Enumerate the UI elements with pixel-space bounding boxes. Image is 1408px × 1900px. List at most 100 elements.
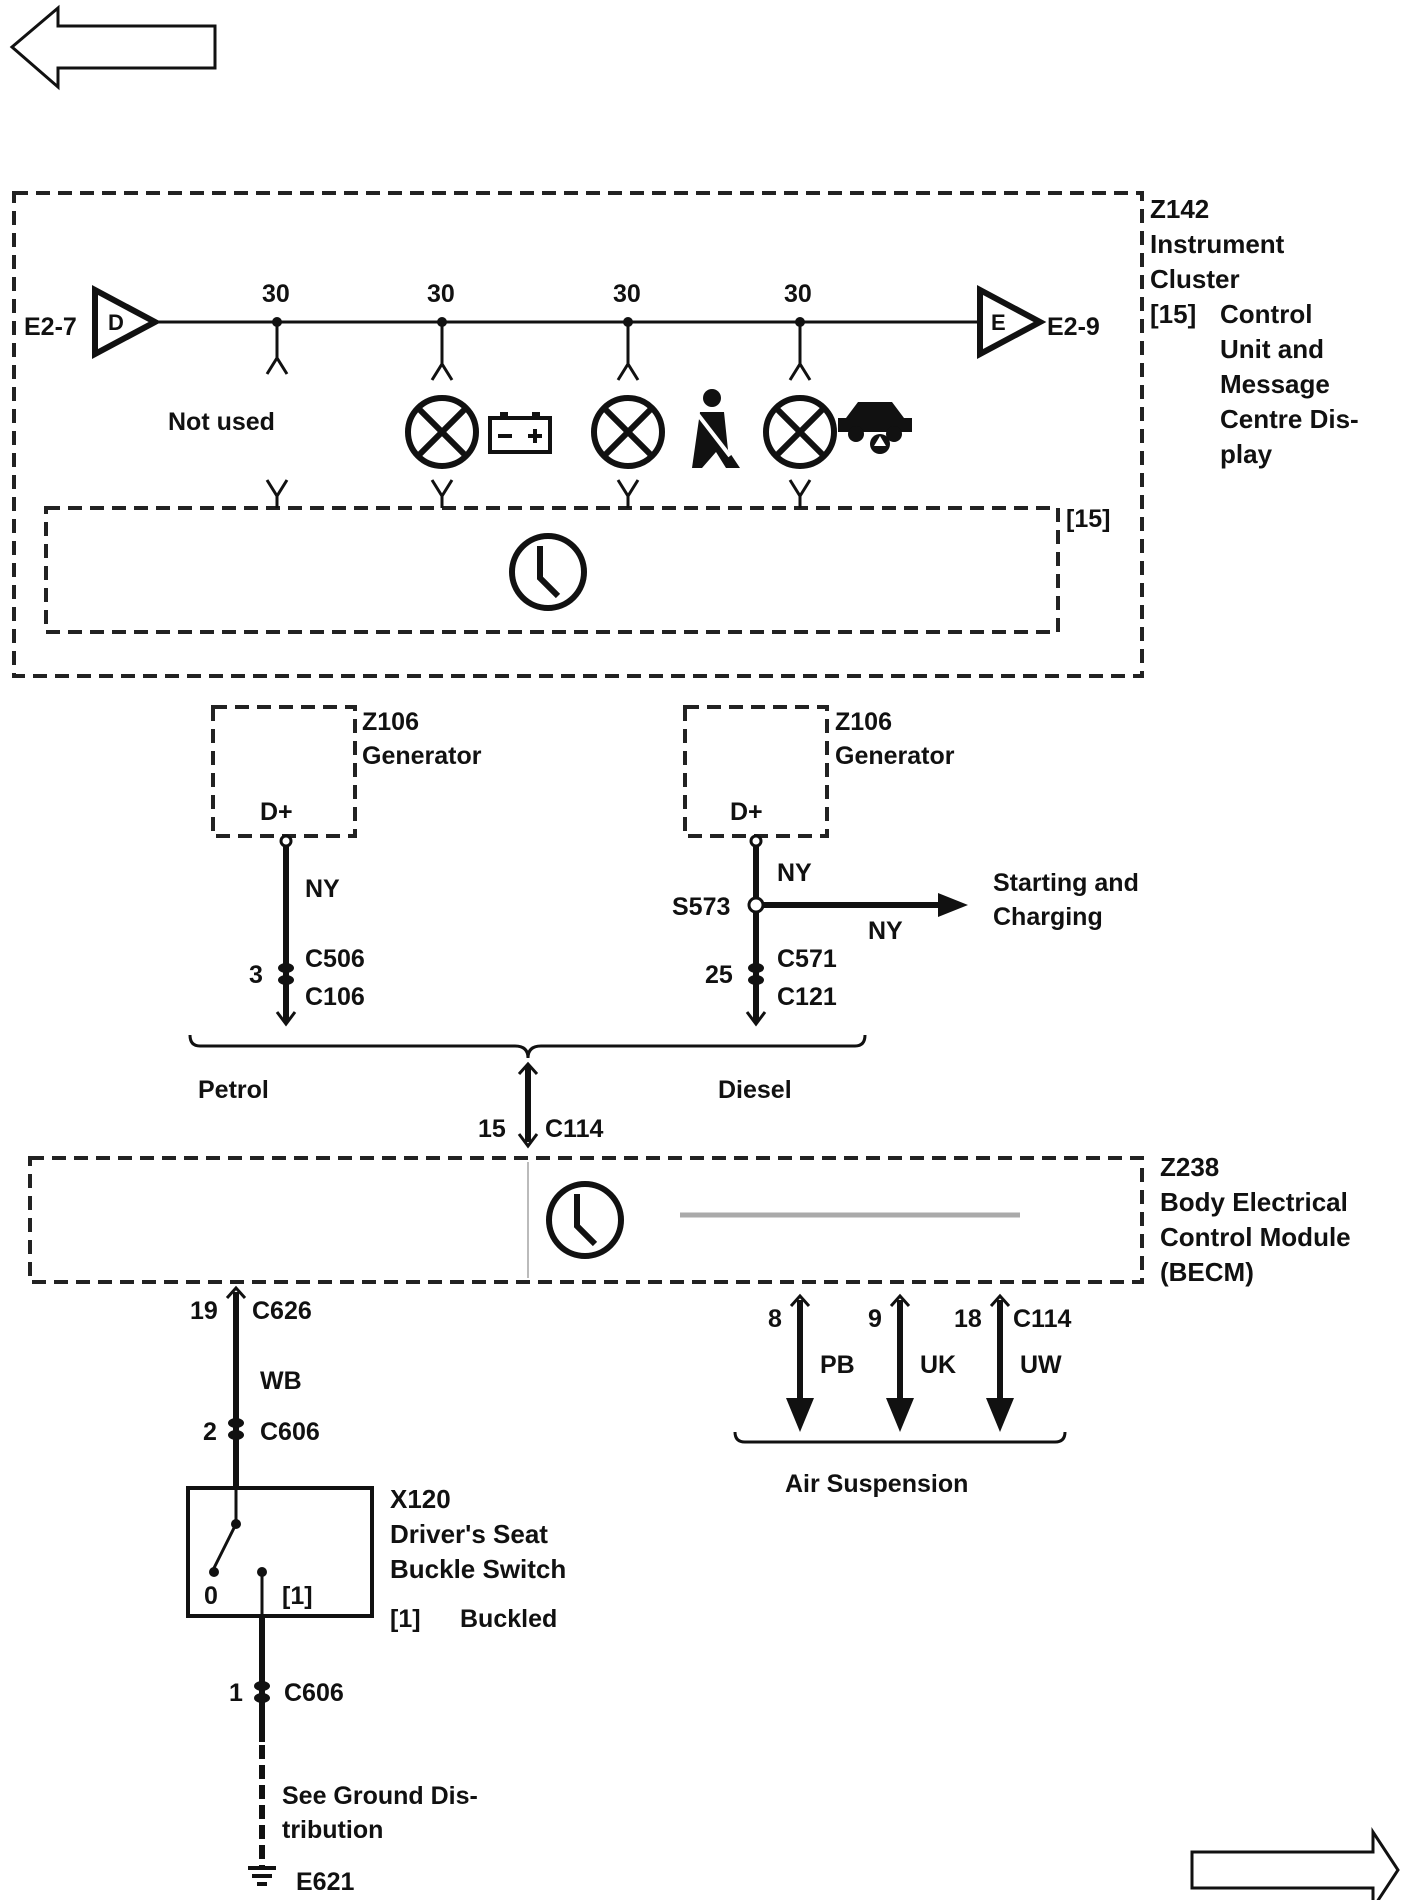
battery-icon xyxy=(488,412,552,454)
cluster-name-line2: Cluster xyxy=(1150,264,1240,294)
petrol-connector-pin: 3 xyxy=(249,961,263,989)
starting-charging-branch xyxy=(763,893,968,917)
cluster-id: Z142 xyxy=(1150,194,1209,224)
seat-buckle-wire-bottom xyxy=(254,1616,270,1868)
branch-destination-line2: Charging xyxy=(993,903,1103,931)
ground-symbol-icon xyxy=(248,1866,276,1886)
petrol-generator-name: Generator xyxy=(362,742,482,770)
petrol-connector-2: C106 xyxy=(305,983,365,1011)
diesel-variant-label: Diesel xyxy=(718,1076,792,1104)
lamp-bulb-icon xyxy=(591,395,665,469)
diesel-splice-id: S573 xyxy=(672,893,730,921)
cluster-pin-label: 30 xyxy=(613,280,641,308)
vehicle-height-icon xyxy=(838,402,912,454)
becm-input-pin: 15 xyxy=(478,1115,506,1143)
cluster-right-connector: E2-9 xyxy=(1047,313,1100,341)
seat-mid-pin: 2 xyxy=(203,1418,217,1446)
buckle-note-key: [1] xyxy=(390,1605,421,1633)
not-used-branch xyxy=(265,317,289,508)
cluster-left-connector: E2-7 xyxy=(24,313,77,341)
buckle-switch-name-line1: Driver's Seat xyxy=(390,1519,548,1549)
seat-buckle-wire-top xyxy=(225,1285,247,1488)
ground-id: E621 xyxy=(296,1868,354,1896)
becm-box xyxy=(28,1156,1144,1284)
switch-position-1: [1] xyxy=(282,1582,313,1610)
air-suspension-wire-color: UK xyxy=(920,1351,956,1379)
lamp-bulb-icon xyxy=(405,395,479,469)
branch-destination-line1: Starting and xyxy=(993,869,1139,897)
cluster-pin-label: 30 xyxy=(262,280,290,308)
bus-connector-e-icon xyxy=(977,285,1047,359)
cluster-note-key: [15] xyxy=(1150,299,1196,329)
ground-reference-line1: See Ground Dis- xyxy=(282,1782,478,1810)
seat-wire-color: WB xyxy=(260,1367,302,1395)
next-page-arrow-icon[interactable] xyxy=(1190,1826,1400,1900)
diesel-generator-wire xyxy=(745,834,767,1027)
becm-input-connector: C114 xyxy=(545,1115,603,1143)
seatbelt-warning-lamp xyxy=(591,317,665,508)
bus-connector-d-icon xyxy=(92,285,162,359)
air-suspension-brace xyxy=(733,1431,1067,1444)
switch-position-0: 0 xyxy=(204,1582,218,1610)
petrol-variant-label: Petrol xyxy=(198,1076,269,1104)
charge-warning-lamp xyxy=(405,317,479,508)
diesel-generator-name: Generator xyxy=(835,742,955,770)
cluster-note-line2: Unit and xyxy=(1220,334,1324,364)
cluster-note-line1: Control xyxy=(1220,299,1312,329)
buckle-switch-id: X120 xyxy=(390,1484,451,1514)
petrol-generator-wire xyxy=(275,834,297,1027)
cluster-note-line3: Message xyxy=(1220,369,1330,399)
air-suspension-connector: C114 xyxy=(1013,1305,1071,1333)
suspension-warning-lamp xyxy=(763,317,837,508)
petrol-generator-terminal: D+ xyxy=(260,798,293,826)
air-suspension-label: Air Suspension xyxy=(785,1470,968,1498)
buckle-note-text: Buckled xyxy=(460,1605,557,1633)
becm-name-line1: Body Electrical xyxy=(1160,1187,1348,1217)
air-suspension-pin: 9 xyxy=(868,1305,882,1333)
cluster-name-line1: Instrument xyxy=(1150,229,1285,259)
diesel-connector-2: C121 xyxy=(777,983,837,1011)
becm-microprocessor-icon xyxy=(546,1181,624,1259)
seat-top-connector: C626 xyxy=(252,1297,312,1325)
air-suspension-wire xyxy=(886,1293,914,1432)
becm-id: Z238 xyxy=(1160,1152,1219,1182)
seat-top-pin: 19 xyxy=(190,1297,218,1325)
air-suspension-wire xyxy=(786,1293,814,1432)
diesel-generator-id: Z106 xyxy=(835,708,892,736)
cluster-note-line4: Centre Dis- xyxy=(1220,404,1359,434)
instrument-cluster-box xyxy=(12,191,1144,678)
buckle-switch-contact xyxy=(209,1488,267,1616)
petrol-generator-id: Z106 xyxy=(362,708,419,736)
cluster-microprocessor-icon xyxy=(509,533,587,611)
cluster-pin-label: 30 xyxy=(427,280,455,308)
seat-bottom-connector: C606 xyxy=(284,1679,344,1707)
variant-brace xyxy=(188,1034,867,1059)
previous-page-arrow-icon[interactable] xyxy=(9,4,217,91)
buckle-switch-box xyxy=(186,1486,374,1618)
cluster-control-unit-box xyxy=(44,506,1060,634)
bus-connector-e-label: E xyxy=(991,310,1006,335)
seat-bottom-pin: 1 xyxy=(229,1679,243,1707)
seatbelt-icon xyxy=(692,389,740,468)
ground-reference-line2: tribution xyxy=(282,1816,383,1844)
air-suspension-pin: 18 xyxy=(954,1305,982,1333)
not-used-label: Not used xyxy=(168,408,275,436)
diesel-connector-1: C571 xyxy=(777,945,837,973)
cluster-inner-tag: [15] xyxy=(1066,505,1110,533)
diesel-connector-pin: 25 xyxy=(705,961,733,989)
lamp-bulb-icon xyxy=(763,395,837,469)
cluster-pin-label: 30 xyxy=(784,280,812,308)
air-suspension-pin: 8 xyxy=(768,1305,782,1333)
diesel-wire-color: NY xyxy=(777,859,812,887)
becm-name-line2: Control Module xyxy=(1160,1222,1351,1252)
buckle-switch-name-line2: Buckle Switch xyxy=(390,1554,566,1584)
air-suspension-wire-color: UW xyxy=(1020,1351,1062,1379)
air-suspension-wire-color: PB xyxy=(820,1351,855,1379)
air-suspension-wire xyxy=(986,1293,1014,1432)
bus-connector-d-label: D xyxy=(108,310,124,335)
petrol-wire-color: NY xyxy=(305,875,340,903)
becm-input-wire xyxy=(517,1061,539,1149)
becm-name-line3: (BECM) xyxy=(1160,1257,1254,1287)
cluster-note-line5: play xyxy=(1220,439,1273,469)
petrol-connector-1: C506 xyxy=(305,945,365,973)
